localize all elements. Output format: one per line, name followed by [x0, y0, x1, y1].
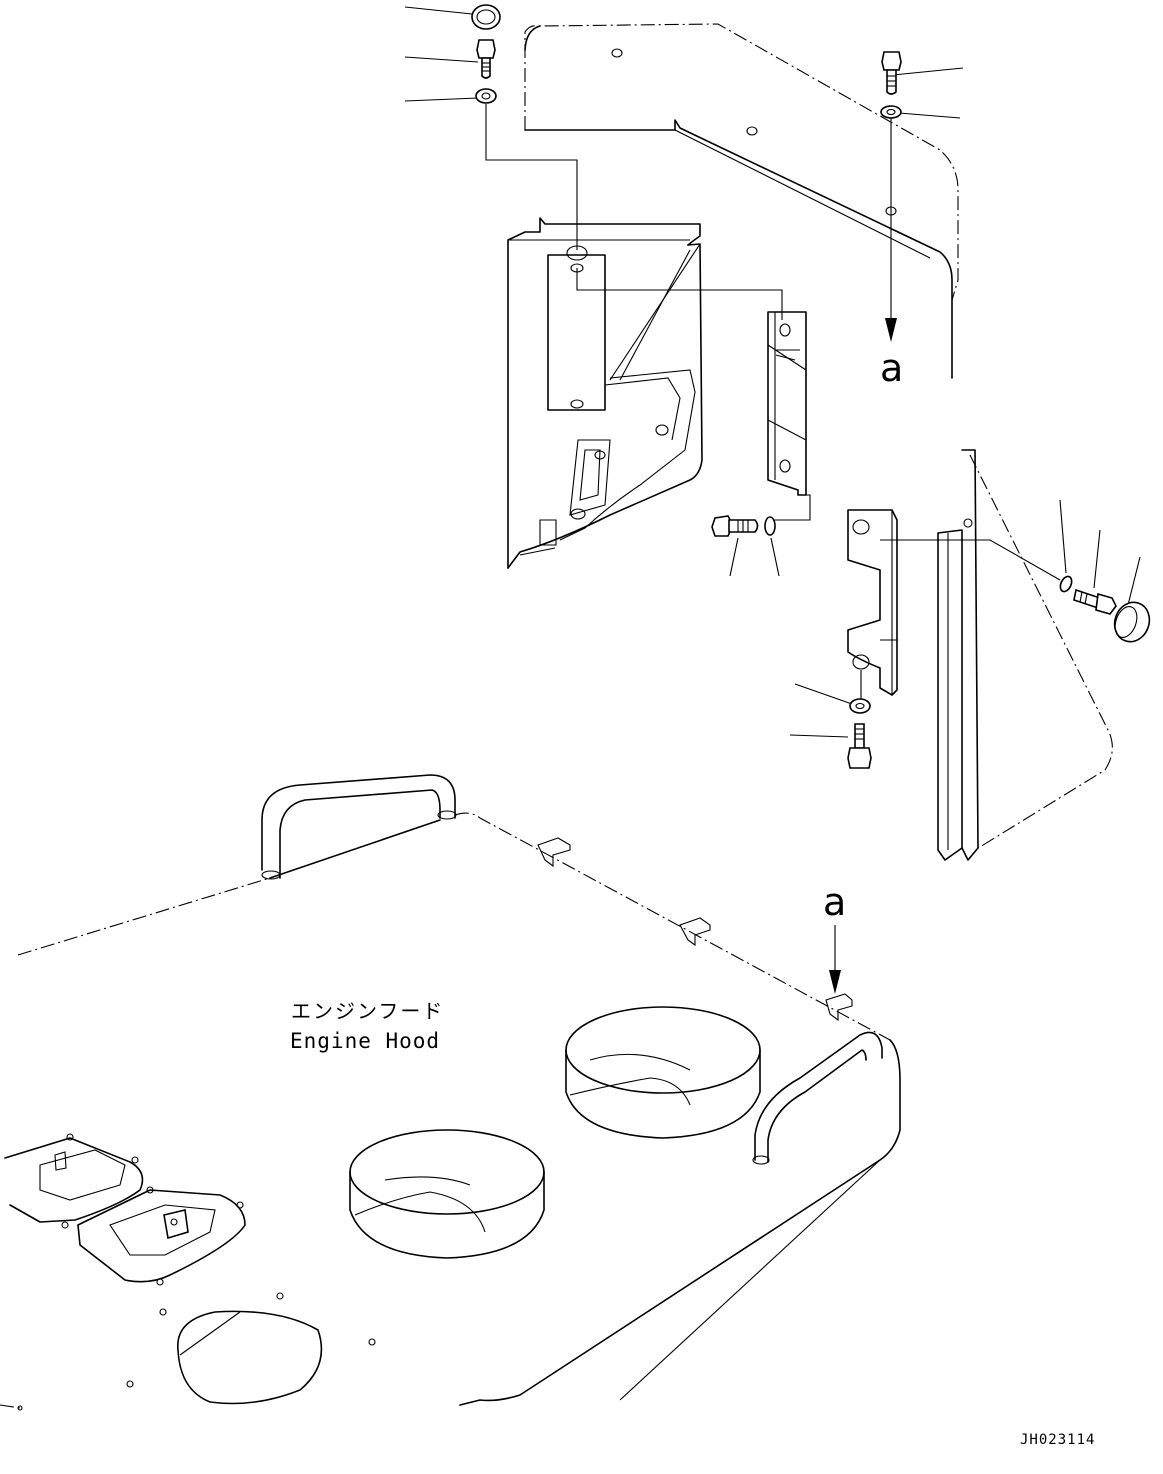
- left-side-panel: [507, 217, 703, 569]
- bolt-icon: [711, 515, 759, 537]
- washer-icon: [880, 105, 902, 119]
- washer-icon: [764, 516, 776, 536]
- mounting-tab: [679, 917, 711, 947]
- cap-icon: [471, 4, 501, 30]
- assembly-line: [897, 539, 1061, 581]
- bolt-icon: [881, 51, 902, 95]
- assembly-line: [770, 494, 811, 521]
- reference-label-a-hood: a: [823, 880, 846, 924]
- arrow-down-icon: [885, 318, 897, 342]
- hole-icon: [566, 245, 588, 261]
- fastener-stack-top-right: [880, 51, 964, 342]
- arrow-down-icon: [829, 970, 841, 994]
- leader-line: [789, 734, 849, 738]
- mounting-tab: [537, 837, 571, 868]
- hood-label-japanese: エンジンフード: [291, 999, 444, 1023]
- leader-line: [770, 537, 780, 577]
- fastener-stack-top-left: [404, 4, 578, 250]
- right-side-panel: [937, 449, 1113, 861]
- right-bracket: [847, 509, 1061, 700]
- middle-bracket: [767, 311, 811, 521]
- engine-hood: [0, 774, 901, 1411]
- access-cover-right: [77, 1186, 246, 1286]
- leader-line: [404, 6, 473, 15]
- leader-line: [1093, 529, 1101, 589]
- opening-bottom: [177, 1310, 323, 1405]
- washer-icon: [849, 698, 871, 714]
- leader-line: [404, 97, 479, 102]
- exhaust-opening-middle: [349, 1129, 545, 1259]
- mounting-tab: [825, 993, 853, 1022]
- leader-line: [1127, 556, 1141, 606]
- reference-label-a-top: a: [880, 346, 903, 390]
- cap-icon: [1113, 601, 1151, 643]
- bolt-icon: [1073, 588, 1117, 615]
- top-cover-panel: [524, 23, 959, 379]
- fastener-stack-middle: [711, 515, 780, 577]
- leader-line: [1059, 499, 1067, 574]
- assembly-line: [485, 104, 578, 250]
- assembly-line: [576, 268, 783, 320]
- grab-handle-left: [261, 774, 457, 880]
- fastener-stack-right: [1059, 499, 1151, 643]
- leader-line: [404, 56, 479, 63]
- washer-icon: [475, 88, 497, 104]
- bolt-icon: [847, 723, 872, 769]
- washer-icon: [1059, 575, 1073, 593]
- bolt-icon: [476, 39, 496, 79]
- leader-line: [892, 67, 964, 76]
- drawing-id: JH023114: [1020, 1432, 1095, 1448]
- hood-label-english: Engine Hood: [290, 1029, 440, 1053]
- fastener-stack-right-lower: [789, 683, 872, 769]
- grab-handle-right: [752, 1031, 883, 1165]
- leader-line: [898, 112, 961, 119]
- leader-line: [729, 537, 739, 577]
- exhaust-opening-top: [565, 1006, 761, 1139]
- access-cover-left: [4, 1133, 144, 1229]
- leader-line: [794, 683, 853, 705]
